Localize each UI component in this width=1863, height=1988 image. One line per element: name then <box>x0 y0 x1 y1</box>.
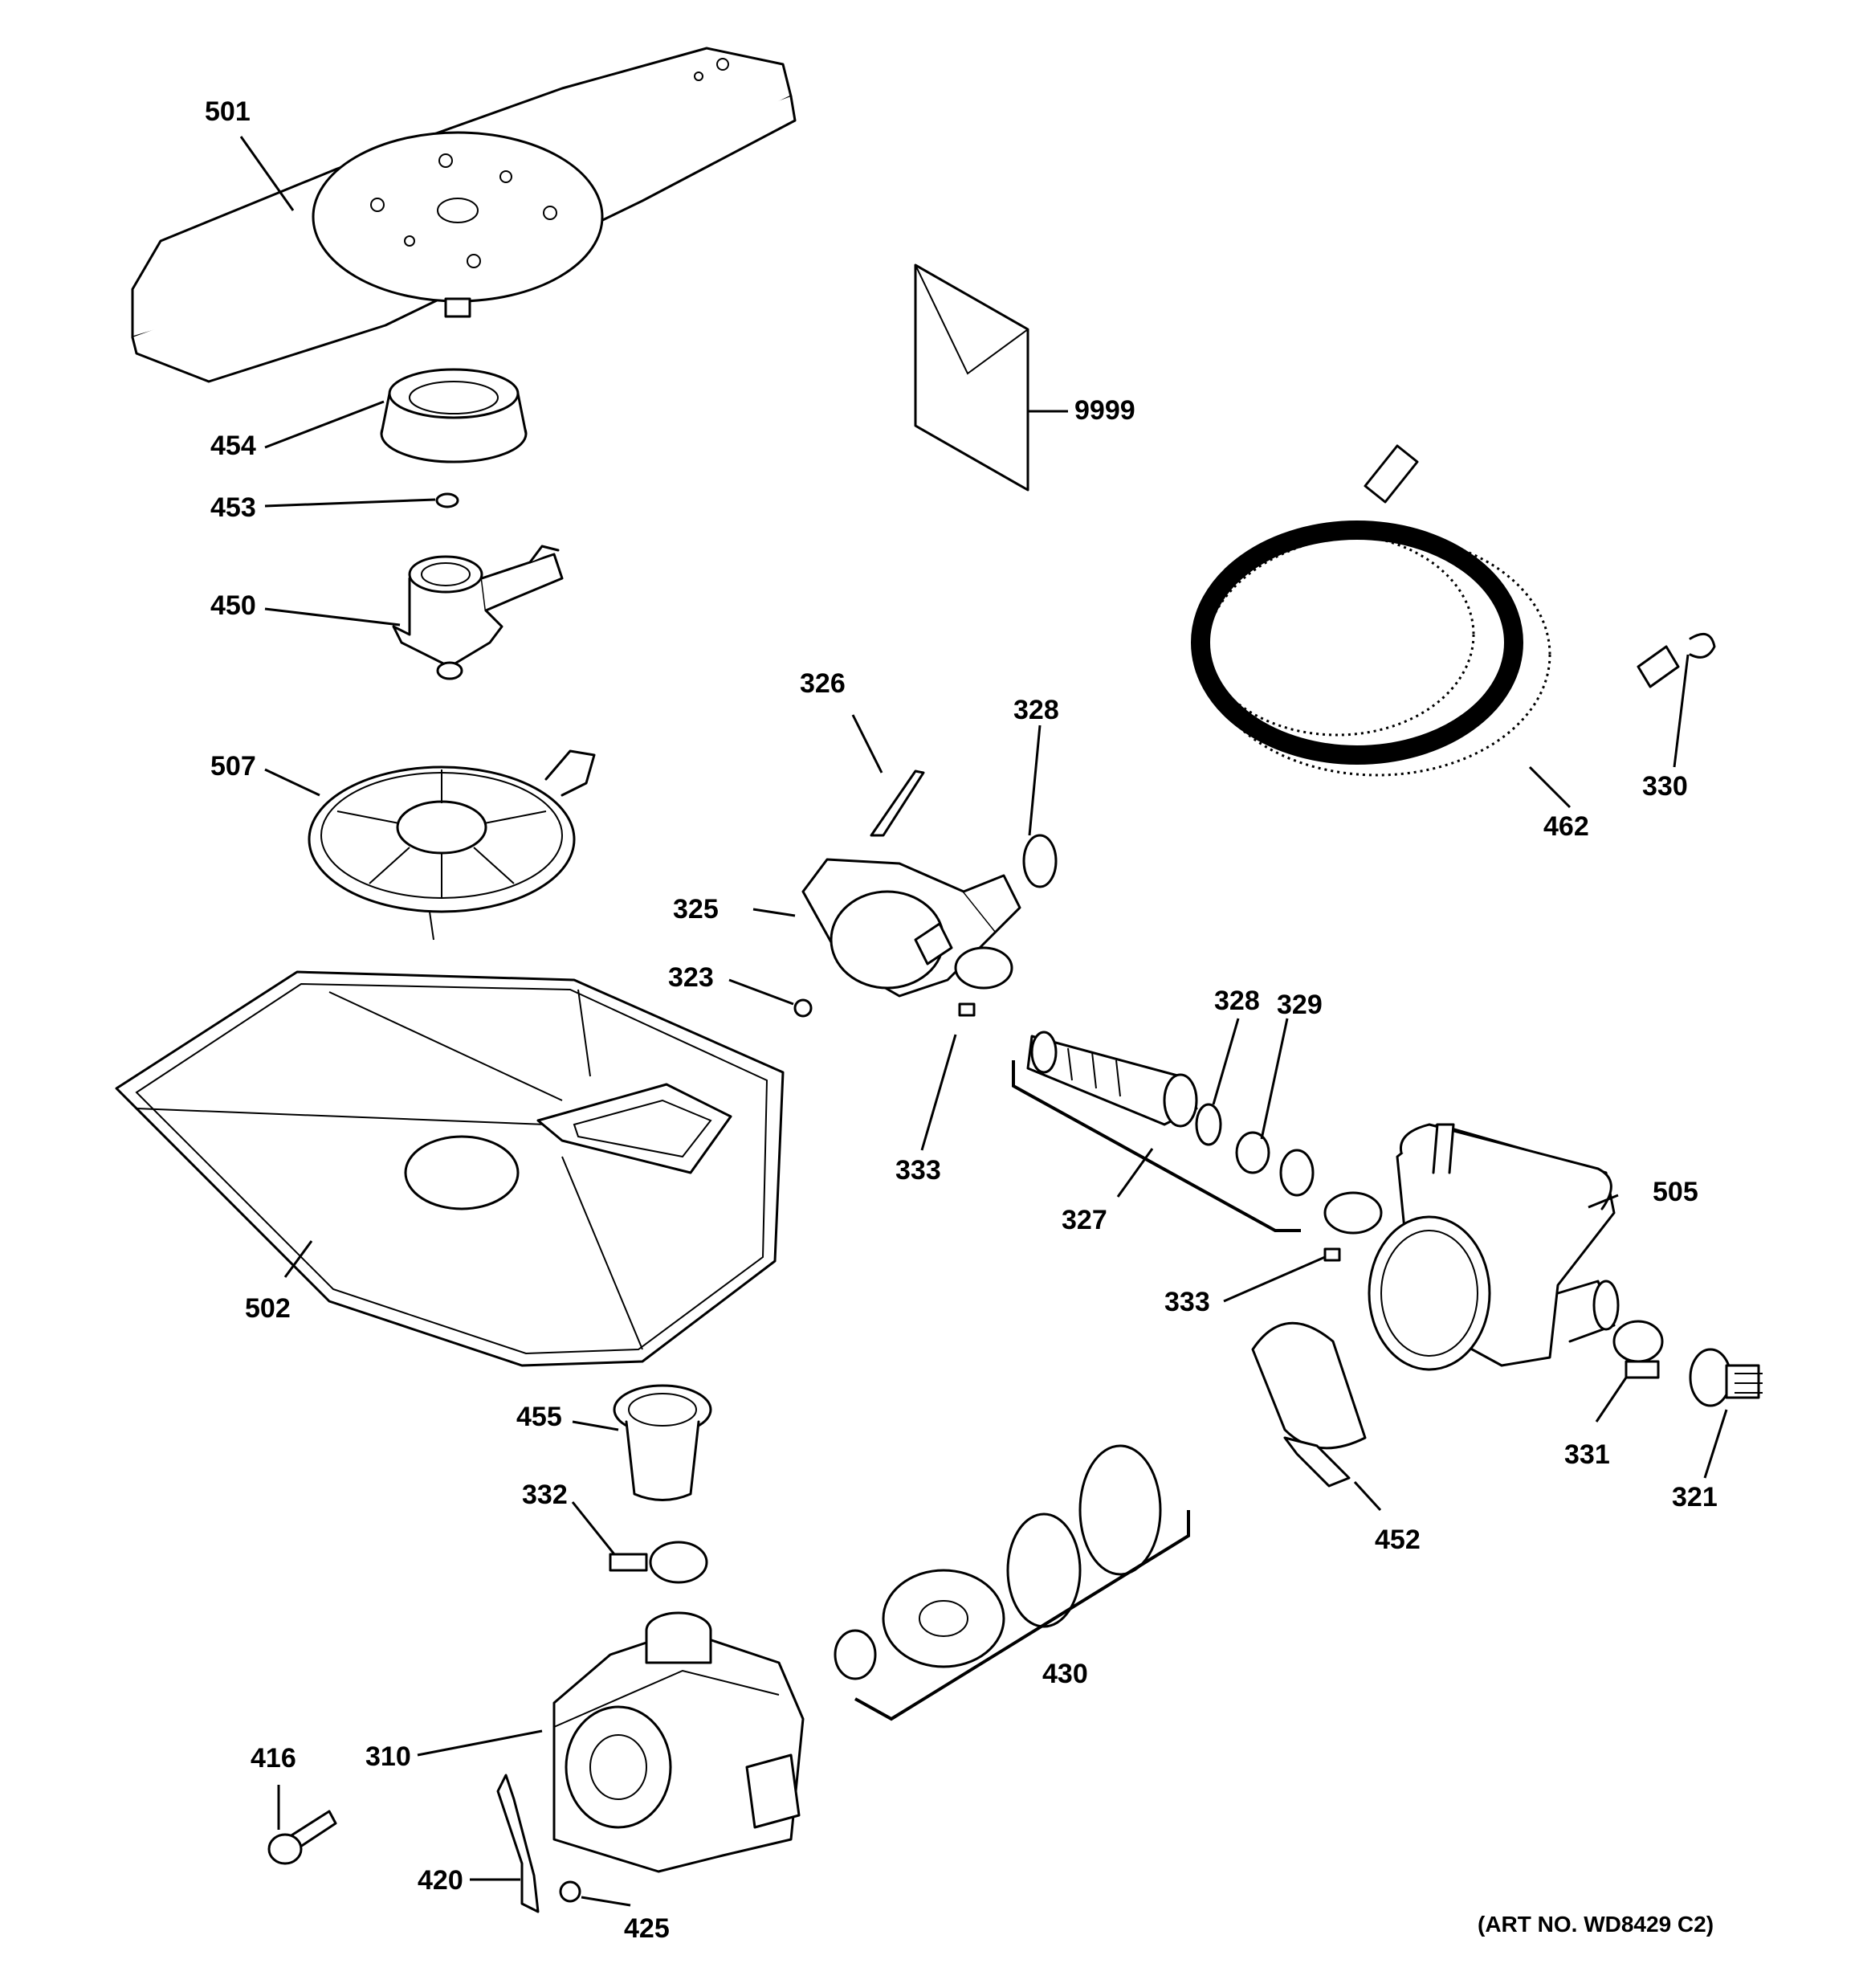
part-420-clip <box>496 1774 540 1913</box>
callout-325: 325 <box>673 894 719 925</box>
callout-430: 430 <box>1042 1659 1088 1689</box>
part-331-clamp <box>1612 1320 1664 1379</box>
part-329-check-valve-ring <box>1279 1149 1315 1197</box>
callout-453: 453 <box>210 492 256 523</box>
part-327-tube <box>1026 1031 1198 1128</box>
part-310-pump-motor <box>552 1611 805 1873</box>
part-450-manifold <box>392 545 564 680</box>
part-430-impeller-assembly <box>834 1444 1162 1680</box>
part-332-clamp <box>609 1541 708 1584</box>
part-454-hub <box>380 368 528 463</box>
part-323-nut <box>793 998 813 1018</box>
part-325-drain-valve <box>801 858 1021 998</box>
callout-323: 323 <box>668 962 714 993</box>
callout-452: 452 <box>1375 1525 1421 1555</box>
callout-420: 420 <box>418 1865 463 1896</box>
part-507-filter <box>308 749 596 941</box>
part-501-spray-arm <box>131 47 797 383</box>
callout-455: 455 <box>516 1402 562 1432</box>
callout-321: 321 <box>1672 1482 1718 1512</box>
callout-333-lower: 333 <box>1164 1287 1210 1317</box>
part-452-clamp <box>1251 1321 1367 1488</box>
callout-462: 462 <box>1543 811 1589 842</box>
part-455-grommet <box>613 1384 712 1501</box>
callout-333-upper: 333 <box>895 1155 941 1186</box>
callout-328-lower: 328 <box>1214 986 1260 1016</box>
part-321-sensor <box>1689 1348 1763 1407</box>
callout-505: 505 <box>1653 1177 1698 1207</box>
callout-454: 454 <box>210 431 256 461</box>
callout-501: 501 <box>205 96 251 127</box>
callout-450: 450 <box>210 590 256 621</box>
callout-326: 326 <box>800 668 846 699</box>
callout-329: 329 <box>1277 990 1323 1020</box>
part-425-nut <box>559 1880 581 1903</box>
callout-502: 502 <box>245 1293 291 1324</box>
part-505-sump <box>1368 1123 1620 1371</box>
part-333-clamp-lower <box>1323 1191 1383 1262</box>
part-328-seal-upper <box>1022 834 1058 888</box>
part-9999-literature <box>914 263 1029 492</box>
callout-331: 331 <box>1564 1439 1610 1470</box>
part-453-o-ring <box>435 492 459 508</box>
callout-332: 332 <box>522 1480 568 1510</box>
part-333-clamp-upper <box>954 946 1013 1017</box>
part-416-screw <box>267 1810 337 1865</box>
part-326-clip <box>870 769 925 837</box>
art-number: (ART NO. WD8429 C2) <box>1478 1912 1714 1937</box>
part-328-seal-lower <box>1195 1103 1222 1146</box>
part-329-check-valve <box>1235 1131 1270 1174</box>
callout-310: 310 <box>365 1741 411 1772</box>
callout-416: 416 <box>251 1743 296 1774</box>
callout-327: 327 <box>1062 1205 1107 1235</box>
callout-328-upper: 328 <box>1013 695 1059 725</box>
callout-425: 425 <box>624 1913 670 1944</box>
part-462-drain-hose <box>1191 444 1716 777</box>
callout-507: 507 <box>210 751 256 782</box>
leader-lines <box>239 136 1728 1907</box>
callout-9999: 9999 <box>1074 395 1135 426</box>
part-502-sump-cover <box>115 970 785 1367</box>
callout-330: 330 <box>1642 771 1688 802</box>
